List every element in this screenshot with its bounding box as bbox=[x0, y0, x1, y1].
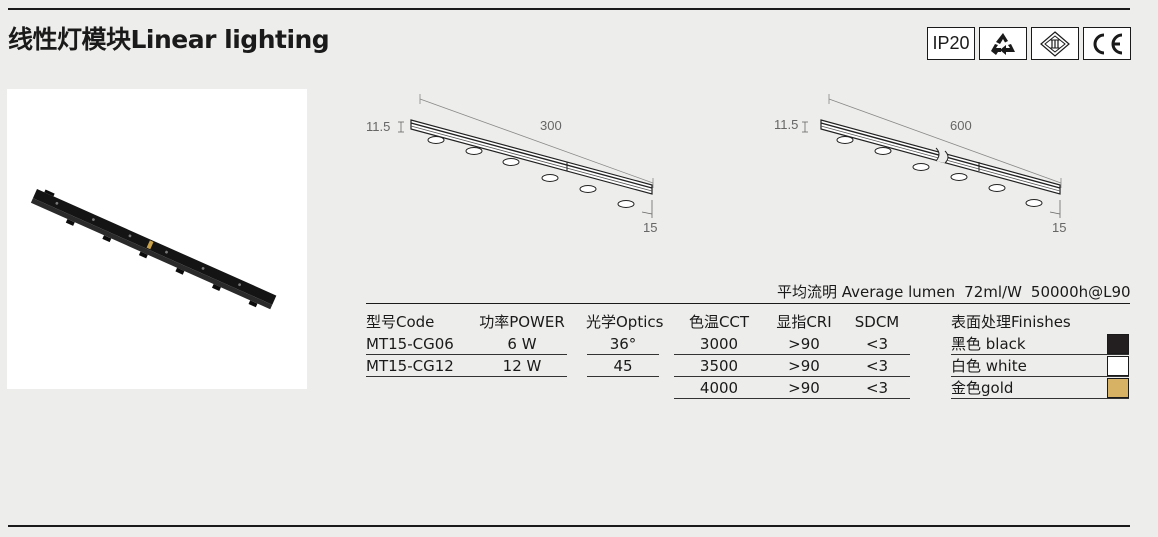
table-cell: 36° bbox=[587, 333, 659, 355]
table-cell: 3500 bbox=[674, 355, 764, 377]
col-header: 型号Code bbox=[366, 313, 435, 331]
finish-label: 黑色 black bbox=[951, 335, 1026, 353]
dim-width: 15 bbox=[643, 220, 658, 235]
average-lumen-line: 平均流明 Average lumen 72ml/W 50000h@L90 bbox=[777, 281, 1131, 302]
col-header: 光学Optics bbox=[586, 313, 664, 331]
table-cell: >90 bbox=[764, 355, 844, 377]
table-cell: <3 bbox=[844, 355, 910, 377]
finish-swatch-white bbox=[1107, 356, 1129, 376]
dim-length: 600 bbox=[950, 118, 972, 133]
table-cell: <3 bbox=[844, 333, 910, 355]
page-title: 线性灯模块Linear lighting bbox=[8, 25, 330, 54]
dimension-drawing-300: 11.5 300 15 bbox=[355, 90, 675, 240]
table-cell: MT15-CG06 bbox=[366, 333, 567, 355]
col-cri: 显指CRI >90 >90 >90 bbox=[764, 311, 844, 399]
lumen-rule bbox=[366, 303, 1130, 304]
product-photo bbox=[7, 89, 307, 389]
lumen-label: 平均流明 Average lumen bbox=[777, 283, 956, 301]
table-cell: 12 W bbox=[502, 357, 542, 375]
table-cell: >90 bbox=[764, 333, 844, 355]
finish-row: 金色gold bbox=[951, 377, 1129, 399]
col-sdcm: SDCM <3 <3 <3 bbox=[844, 311, 910, 399]
col-finishes: 表面处理Finishes 黑色 black 白色 white 金色gold bbox=[951, 311, 1129, 399]
table-cell: 4000 bbox=[674, 377, 764, 399]
lumen-life: 50000h@L90 bbox=[1030, 283, 1131, 301]
col-header: 功率POWER bbox=[479, 313, 565, 331]
finish-swatch-gold bbox=[1107, 378, 1129, 398]
top-rule bbox=[8, 8, 1130, 10]
table-cell: MT15-CG12 bbox=[366, 355, 567, 377]
table-cell: 3000 bbox=[674, 333, 764, 355]
class-iii-icon bbox=[1031, 27, 1079, 60]
table-cell: <3 bbox=[844, 377, 910, 399]
dim-width: 15 bbox=[1052, 220, 1067, 235]
col-power: 功率POWER 6 W 12 W bbox=[476, 311, 568, 377]
col-header: 显指CRI bbox=[776, 313, 832, 331]
table-cell: 6 W bbox=[507, 335, 537, 353]
finish-label: 金色gold bbox=[951, 379, 1014, 397]
dim-height: 11.5 bbox=[774, 117, 799, 132]
dim-length: 300 bbox=[540, 118, 562, 133]
ip20-badge: IP20 bbox=[927, 27, 975, 60]
ce-mark bbox=[1083, 27, 1131, 60]
finish-label: 白色 white bbox=[951, 357, 1027, 375]
col-optics: 光学Optics 36° 45 bbox=[586, 311, 664, 377]
finish-swatch-black bbox=[1107, 334, 1129, 354]
col-header: 色温CCT bbox=[688, 313, 750, 331]
col-cct: 色温CCT 3000 3500 4000 bbox=[674, 311, 764, 399]
dim-height: 11.5 bbox=[366, 119, 391, 134]
dimension-drawing-600: 11.5 600 15 bbox=[765, 90, 1085, 240]
certification-icons: IP20 bbox=[927, 27, 1131, 60]
finish-row: 白色 white bbox=[951, 355, 1129, 377]
col-header: SDCM bbox=[854, 313, 900, 331]
col-model: 型号Code MT15-CG06 MT15-CG12 bbox=[366, 311, 567, 377]
col-header: 表面处理Finishes bbox=[951, 313, 1071, 331]
table-cell: 45 bbox=[587, 355, 659, 377]
finish-row: 黑色 black bbox=[951, 333, 1129, 355]
bottom-rule bbox=[8, 525, 1130, 527]
lumen-efficacy: 72ml/W bbox=[964, 283, 1022, 301]
table-cell: >90 bbox=[764, 377, 844, 399]
recycle-icon bbox=[979, 27, 1027, 60]
